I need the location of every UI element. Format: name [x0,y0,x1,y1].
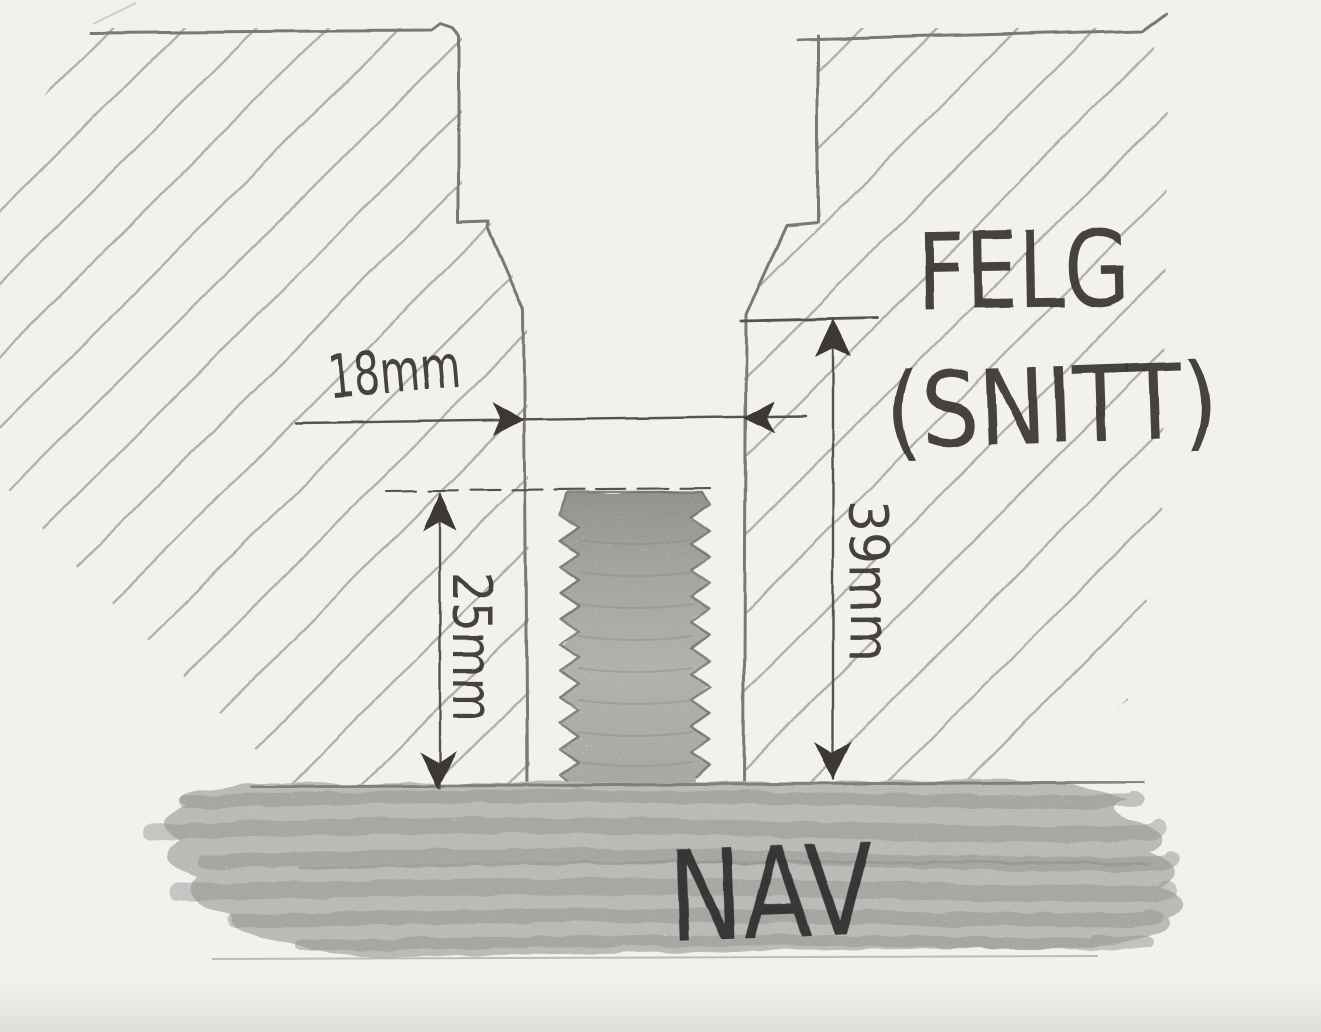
right-rim-profile-outline [742,12,1168,790]
left-rim-profile-outline [88,22,529,790]
hub [144,780,1183,960]
handwritten-labels: 18mm 25mm 39mm FELG (SNITT) NAV [325,207,1219,971]
rim-title-line2: (SNITT) [884,339,1220,473]
hub-shading-scribbles [144,789,1182,952]
dimension-label-39mm: 39mm [837,500,900,662]
dimension-label-18mm: 18mm [325,332,463,413]
rim-profiles [88,12,1168,790]
thread-lines [577,539,694,767]
hub-bottom-guideline [211,955,1099,960]
wheel-stud-threads [560,492,710,787]
dimension-arrowheads [420,319,852,789]
wheel-stud-outline [558,490,712,787]
wheel-stud [558,490,712,787]
dimension-line-18mm [294,414,808,425]
extension-line-rim-seat [739,316,879,323]
arrowhead-right-icon [492,402,524,436]
hub-body [144,780,1183,957]
arrowhead-down-icon [814,741,852,780]
paper-bottom-shadow [0,980,1321,1032]
paper-crease [92,2,137,25]
arrowhead-left-icon [743,401,776,434]
arrowhead-up-icon [423,492,457,532]
hub-top-edge [249,780,1146,789]
arrowhead-down-icon [420,751,457,789]
rim-title-line1: FELG [916,207,1130,334]
arrowhead-up-icon [815,319,851,357]
hub-label: NAV [666,817,876,971]
dimension-label-25mm: 25mm [440,572,503,722]
dimension-linework [294,316,879,790]
extension-line-stud-top [384,486,718,493]
